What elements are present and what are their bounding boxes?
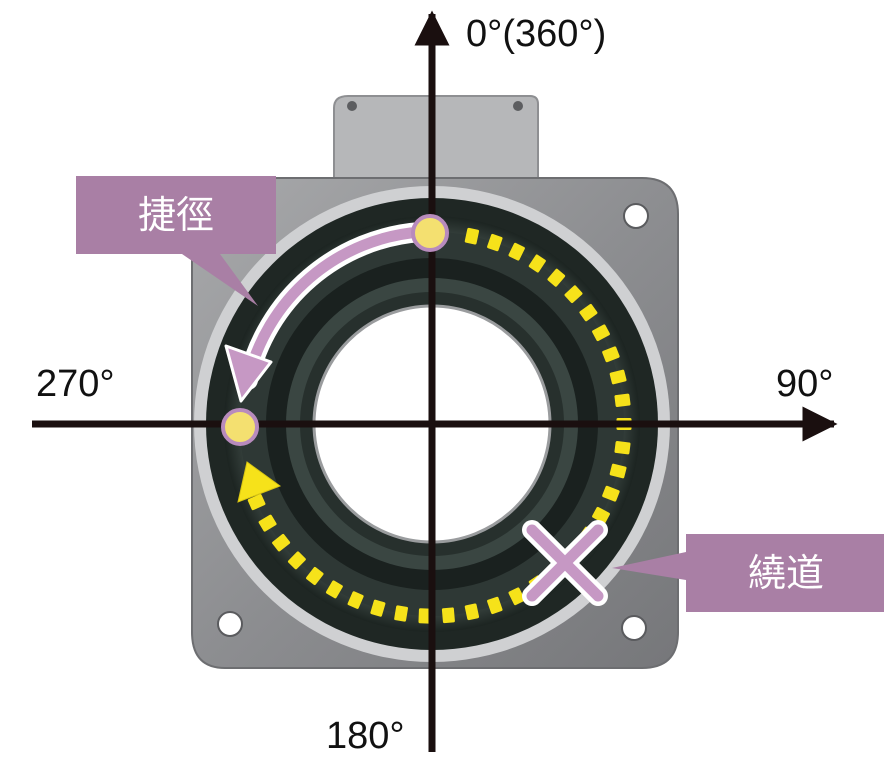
detour-dot: [394, 605, 409, 622]
detour-dot: [487, 233, 503, 252]
shortcut-arc-arrow: [224, 222, 430, 403]
detour-dot: [564, 285, 583, 304]
detour-label: 繞道: [748, 551, 824, 595]
detour-dot: [614, 440, 631, 455]
bolt-hole: [623, 203, 649, 229]
detour-dot: [528, 254, 546, 273]
shortcut-callout: 捷徑: [76, 176, 276, 306]
detour-path-dots: [247, 227, 632, 624]
detour-dot: [347, 591, 364, 609]
bolt-hole: [217, 611, 243, 637]
label-180-deg: 180°: [326, 715, 405, 757]
detour-dot: [258, 514, 277, 532]
detour-dot: [609, 463, 627, 479]
detour-dot: [325, 580, 343, 599]
angle-axes: [32, 10, 838, 752]
detour-dot: [614, 393, 631, 408]
detour-dot: [441, 607, 455, 624]
start-position-marker: [411, 214, 449, 252]
shortcut-label: 捷徑: [138, 193, 214, 237]
detour-dot: [609, 369, 627, 385]
detour-dot: [464, 227, 480, 245]
target-position-marker: [221, 408, 259, 446]
detour-dot: [272, 533, 291, 552]
label-0-deg: 0°(360°): [466, 13, 606, 55]
cross-icon: [522, 520, 608, 606]
detour-dot: [602, 485, 620, 502]
detour-dot: [547, 268, 566, 287]
detour-dot: [247, 494, 266, 511]
detour-dot: [592, 324, 610, 342]
detour-dot: [287, 551, 306, 570]
detour-dot: [306, 567, 324, 585]
mounting-bracket: [333, 95, 539, 181]
detour-dot: [487, 596, 503, 615]
detour-arrowhead: [237, 461, 282, 503]
detour-dot: [508, 587, 525, 606]
bolt-hole: [621, 615, 647, 641]
label-90-deg: 90°: [776, 363, 833, 405]
detour-dot: [418, 608, 431, 624]
label-270-deg: 270°: [36, 363, 115, 405]
detour-dot: [370, 599, 386, 617]
detour-dot: [579, 303, 598, 322]
detour-dot: [508, 242, 525, 261]
detour-dot: [602, 346, 620, 363]
detour-callout: 繞道: [612, 534, 884, 612]
detour-dot: [592, 506, 610, 524]
detour-dot: [464, 603, 480, 621]
